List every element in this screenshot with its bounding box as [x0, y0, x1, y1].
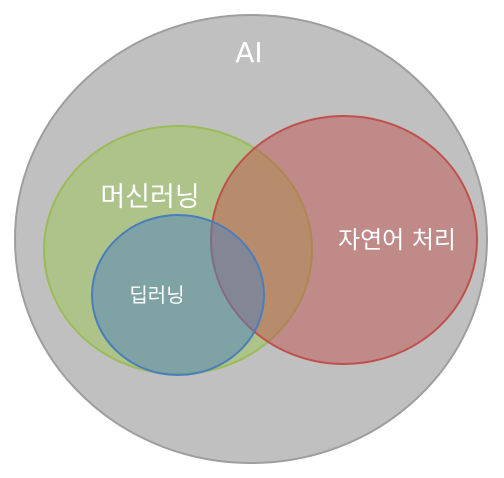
ml-label: 머신러닝 — [100, 182, 199, 213]
dl-set-circle — [91, 214, 265, 376]
nlp-label: 자연어 처리 — [338, 226, 456, 254]
dl-label: 딥러닝 — [129, 283, 184, 307]
ai-label: AI — [235, 36, 262, 69]
